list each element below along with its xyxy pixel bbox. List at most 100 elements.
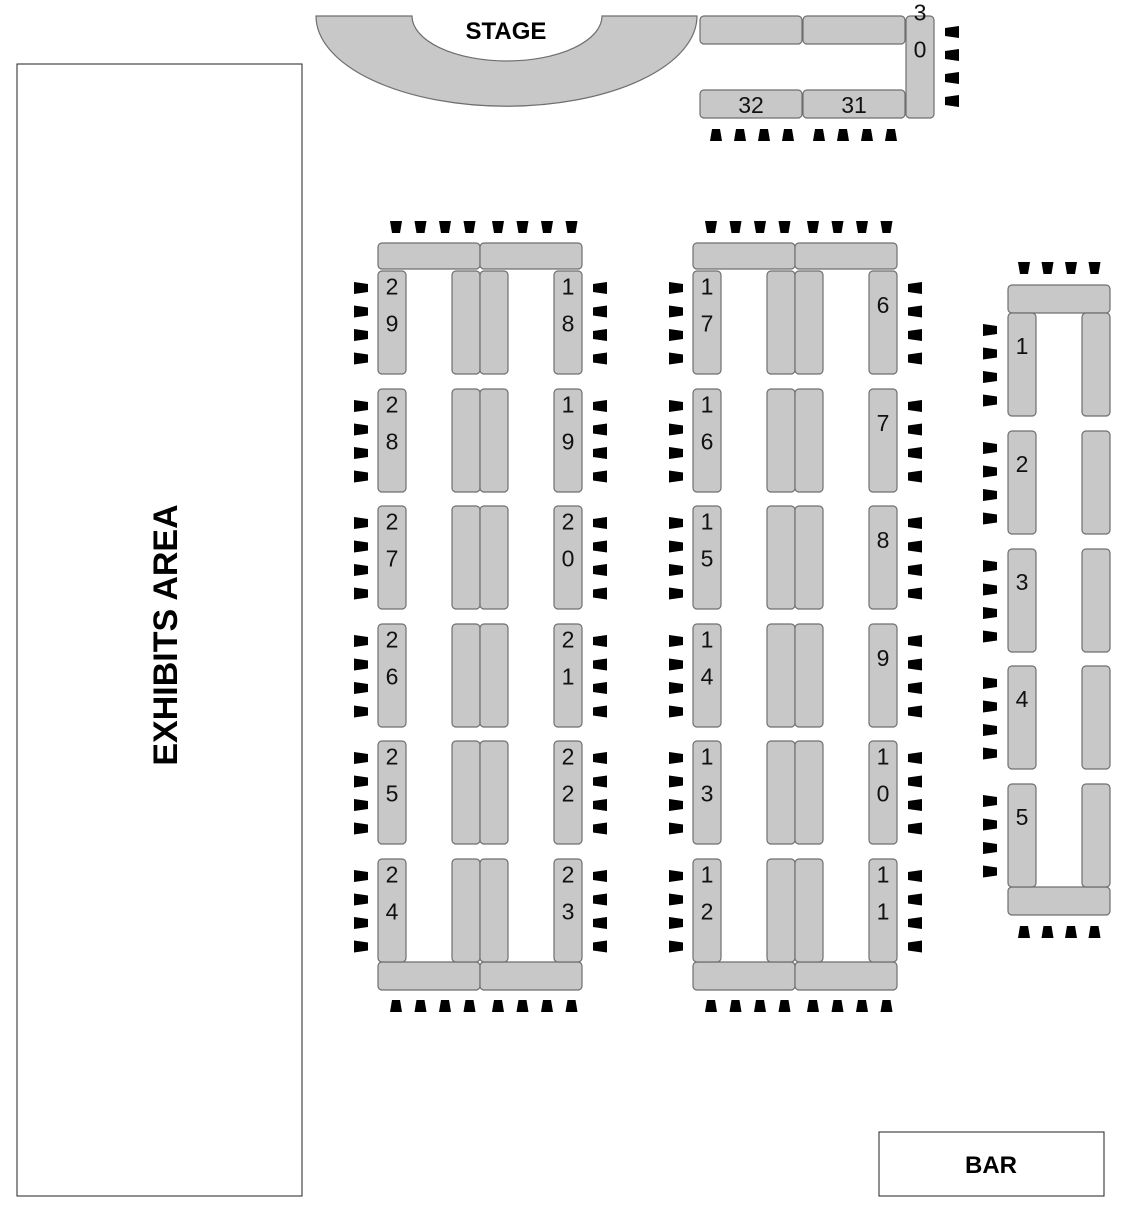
table-2[interactable]	[1007, 430, 1037, 535]
table-15[interactable]	[692, 505, 722, 610]
table-7[interactable]	[868, 388, 898, 493]
table-segment[interactable]	[451, 858, 481, 963]
chair	[354, 282, 368, 294]
table-31[interactable]	[802, 89, 906, 119]
table-28[interactable]	[377, 388, 407, 493]
table-27[interactable]	[377, 505, 407, 610]
chair	[593, 587, 607, 600]
table-22[interactable]	[553, 740, 583, 845]
table-32[interactable]	[699, 89, 803, 119]
table-8[interactable]	[868, 505, 898, 610]
table-18[interactable]	[553, 270, 583, 375]
chair	[782, 129, 794, 141]
chair	[908, 940, 922, 953]
table-30[interactable]	[905, 15, 935, 119]
chair	[807, 221, 819, 233]
table-segment[interactable]	[794, 623, 824, 728]
table-21[interactable]	[553, 623, 583, 728]
table-13[interactable]	[692, 740, 722, 845]
table-segment[interactable]	[766, 740, 796, 845]
chair	[354, 352, 368, 365]
table-9[interactable]	[868, 623, 898, 728]
table-6[interactable]	[868, 270, 898, 375]
table-segment[interactable]	[766, 270, 796, 375]
table-26[interactable]	[377, 623, 407, 728]
table-segment[interactable]	[766, 505, 796, 610]
table-horizontal[interactable]	[794, 961, 898, 991]
table-horizontal[interactable]	[699, 15, 803, 45]
table-horizontal[interactable]	[692, 242, 796, 270]
table-segment[interactable]	[766, 388, 796, 493]
table-segment[interactable]	[794, 858, 824, 963]
table-segment[interactable]	[1081, 548, 1111, 653]
table-segment[interactable]	[794, 740, 824, 845]
table-segment[interactable]	[1081, 665, 1111, 770]
table-20[interactable]	[553, 505, 583, 610]
table-25[interactable]	[377, 740, 407, 845]
bar-area[interactable]: BAR	[878, 1131, 1105, 1197]
table-horizontal[interactable]	[1007, 886, 1111, 916]
chair	[593, 564, 607, 576]
chair	[669, 635, 683, 647]
chair	[856, 221, 868, 233]
table-segment[interactable]	[1081, 312, 1111, 417]
table-segment[interactable]	[794, 505, 824, 610]
chair	[778, 1000, 791, 1012]
table-segment[interactable]	[451, 388, 481, 493]
chair	[831, 221, 844, 233]
table-11[interactable]	[868, 858, 898, 963]
table-19[interactable]	[553, 388, 583, 493]
table-3[interactable]	[1007, 548, 1037, 653]
table-number: 9	[877, 645, 890, 671]
table-segment[interactable]	[451, 270, 481, 375]
table-horizontal[interactable]	[1007, 284, 1111, 314]
table-segment[interactable]	[451, 505, 481, 610]
table-4[interactable]	[1007, 665, 1037, 770]
table-14[interactable]	[692, 623, 722, 728]
stage[interactable]: STAGE	[315, 15, 698, 107]
table-segment[interactable]	[479, 388, 509, 493]
table-horizontal[interactable]	[802, 15, 906, 45]
table-29[interactable]	[377, 270, 407, 375]
table-horizontal[interactable]	[377, 242, 481, 270]
chair	[908, 587, 922, 600]
chair	[669, 752, 683, 764]
table-segment[interactable]	[479, 623, 509, 728]
chair	[593, 870, 607, 882]
table-segment[interactable]	[479, 505, 509, 610]
table-12[interactable]	[692, 858, 722, 963]
table-5[interactable]	[1007, 783, 1037, 888]
table-horizontal[interactable]	[479, 961, 583, 991]
table-segment[interactable]	[794, 270, 824, 375]
table-segment[interactable]	[479, 858, 509, 963]
chair	[908, 705, 922, 718]
chair	[516, 221, 529, 233]
table-segment[interactable]	[1081, 430, 1111, 535]
table-horizontal[interactable]	[377, 961, 481, 991]
table-horizontal[interactable]	[479, 242, 583, 270]
table-segment[interactable]	[766, 858, 796, 963]
table-1[interactable]	[1007, 312, 1037, 417]
table-24[interactable]	[377, 858, 407, 963]
table-horizontal[interactable]	[692, 961, 796, 991]
exhibits-area[interactable]: EXHIBITS AREA	[16, 63, 303, 1197]
chair	[669, 705, 683, 718]
table-segment[interactable]	[451, 623, 481, 728]
table-segment[interactable]	[1081, 783, 1111, 888]
table-23[interactable]	[553, 858, 583, 963]
table-16[interactable]	[692, 388, 722, 493]
chair	[908, 822, 922, 835]
table-segment[interactable]	[479, 740, 509, 845]
chair	[593, 775, 607, 788]
table-horizontal[interactable]	[794, 242, 898, 270]
chair	[593, 400, 607, 412]
chair	[354, 682, 368, 694]
table-segment[interactable]	[794, 388, 824, 493]
table-segment[interactable]	[451, 740, 481, 845]
table-segment[interactable]	[766, 623, 796, 728]
table-10[interactable]	[868, 740, 898, 845]
table-segment[interactable]	[479, 270, 509, 375]
table-17[interactable]	[692, 270, 722, 375]
